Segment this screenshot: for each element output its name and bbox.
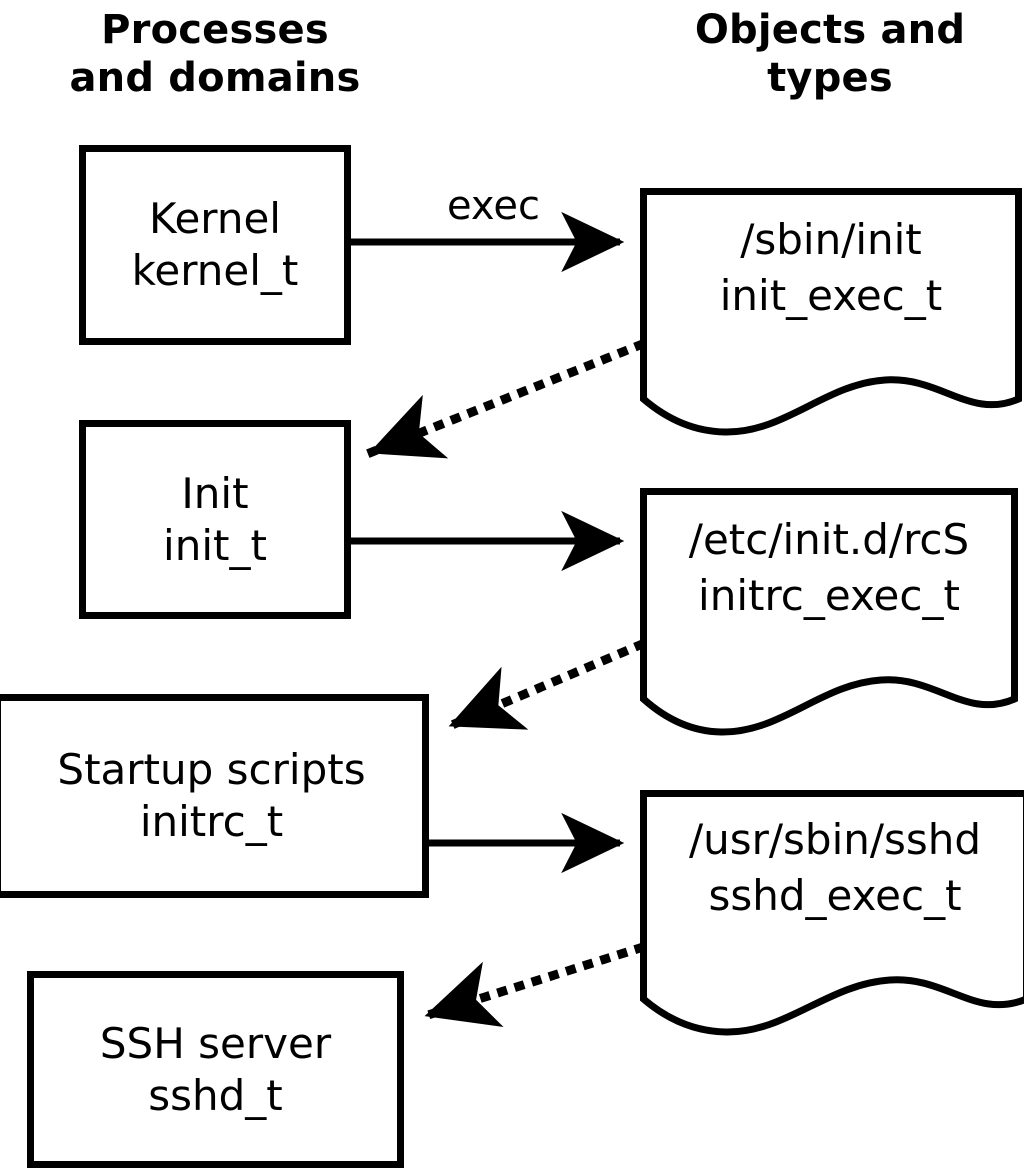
document-outline	[640, 790, 1024, 1036]
object-doc-sbin-init[interactable]: /sbin/init init_exec_t	[640, 188, 1022, 438]
process-name: Kernel	[149, 194, 281, 243]
process-box-init[interactable]: Init init_t	[79, 420, 351, 619]
process-name: Init	[181, 468, 249, 518]
process-type: kernel_t	[131, 246, 299, 295]
process-type: initrc_t	[139, 797, 284, 846]
object-path: /etc/init.d/rcS	[688, 515, 970, 564]
document-outline	[640, 188, 1022, 436]
edge-initrc-exec-to-initrc	[446, 639, 646, 731]
column-heading-processes: Processes and domains	[69, 7, 361, 101]
object-type: init_exec_t	[719, 271, 943, 320]
edge-init-exec-to-init	[366, 339, 646, 459]
process-name: SSH server	[99, 1018, 332, 1068]
object-type: initrc_exec_t	[698, 571, 960, 620]
column-heading-objects: Objects and types	[694, 7, 966, 101]
edge-sshd-exec-to-sshd	[422, 942, 646, 1027]
process-type: init_t	[163, 520, 267, 570]
object-path: /sbin/init	[740, 215, 922, 264]
process-box-startup-scripts[interactable]: Startup scripts initrc_t	[0, 694, 429, 898]
edge-label-exec: exec	[447, 183, 540, 229]
object-path: /usr/sbin/sshd	[688, 815, 982, 864]
process-type: sshd_t	[148, 1070, 283, 1120]
document-outline	[640, 488, 1018, 736]
process-name: Startup scripts	[57, 745, 366, 794]
object-doc-usr-sbin-sshd[interactable]: /usr/sbin/sshd sshd_exec_t	[640, 790, 1024, 1038]
object-doc-etc-initd-rcs[interactable]: /etc/init.d/rcS initrc_exec_t	[640, 488, 1018, 738]
process-box-kernel[interactable]: Kernel kernel_t	[79, 145, 351, 345]
object-type: sshd_exec_t	[708, 871, 962, 920]
process-box-ssh-server[interactable]: SSH server sshd_t	[27, 971, 404, 1168]
